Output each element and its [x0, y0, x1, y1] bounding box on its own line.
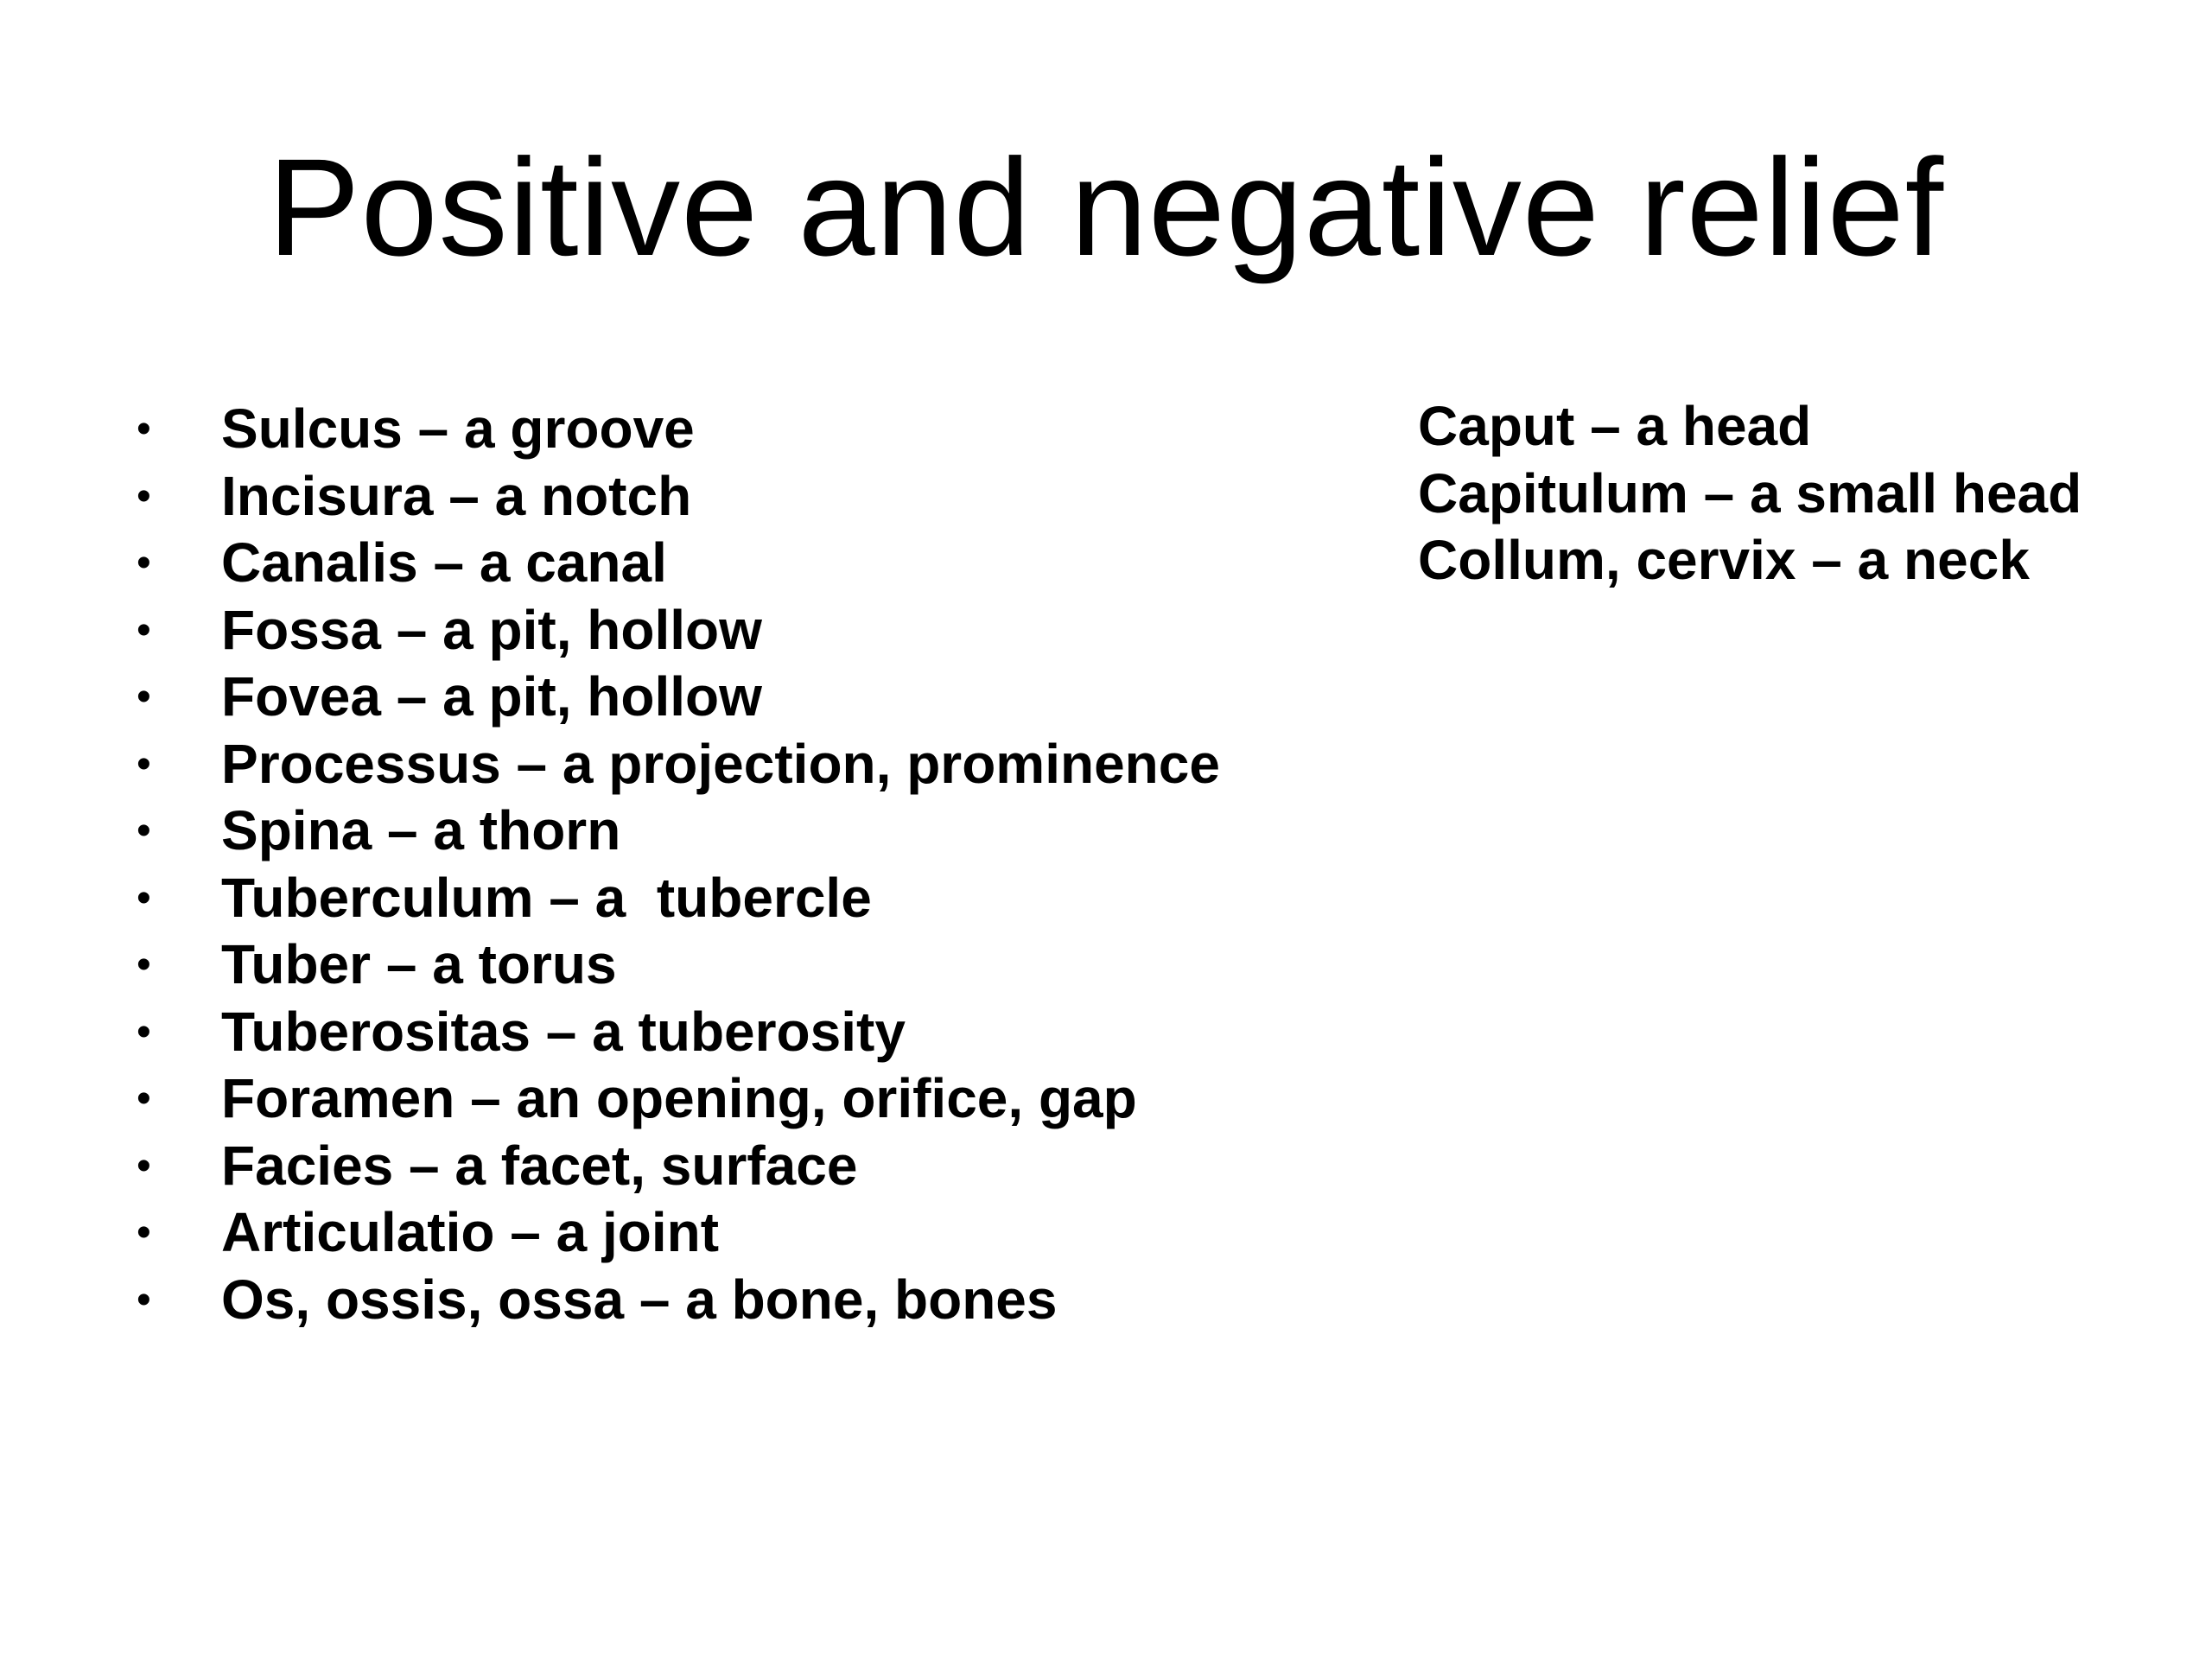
term-text: Fossa – a pit, hollow — [221, 598, 762, 661]
list-item: Collum, cervix – a neck — [1418, 529, 2030, 591]
term-text: Fovea – a pit, hollow — [221, 665, 762, 728]
slide-title: Positive and negative relief — [267, 130, 1945, 284]
term-text: Spina – a thorn — [221, 799, 621, 861]
term-text: Processus – a projection, prominence — [221, 732, 1220, 795]
list-item: Capitulum – a small head — [1418, 461, 2082, 524]
bullet-icon: • — [137, 1008, 151, 1055]
term-text: Sulcus – a groove — [221, 397, 695, 460]
bullet-icon: • — [137, 942, 151, 988]
bullet-icon: • — [137, 540, 151, 586]
bullet-icon: • — [137, 808, 151, 854]
bullet-icon: • — [137, 874, 151, 921]
term-text: Incisura – a notch — [221, 464, 692, 527]
term-text: Tuberositas – a tuberosity — [221, 1000, 906, 1063]
term-text: Os, ossis, ossa – a bone, bones — [221, 1268, 1058, 1331]
bullet-icon: • — [137, 1142, 151, 1189]
bullet-icon: • — [137, 1076, 151, 1122]
bullet-icon: • — [137, 674, 151, 720]
bullet-icon: • — [137, 1210, 151, 1255]
list-item: Caput – a head — [1418, 395, 1812, 457]
term-text: Facies – a facet, surface — [221, 1134, 858, 1197]
bullet-icon: • — [137, 1276, 151, 1323]
bullet-icon: • — [137, 741, 151, 787]
head-neck-term-list: Caput – a head Capitulum – a small head … — [1418, 393, 2082, 594]
bullet-icon: • — [137, 473, 151, 519]
bullet-icon: • — [137, 607, 151, 653]
term-text: Tuberculum – a tubercle — [221, 866, 872, 929]
bullet-icon: • — [137, 406, 151, 452]
term-text: Tuber – a torus — [221, 933, 617, 995]
term-text: Canalis – a canal — [221, 531, 667, 594]
term-text: Foramen – an opening, orifice, gap — [221, 1067, 1137, 1129]
term-text: Articulatio – a joint — [221, 1201, 720, 1263]
